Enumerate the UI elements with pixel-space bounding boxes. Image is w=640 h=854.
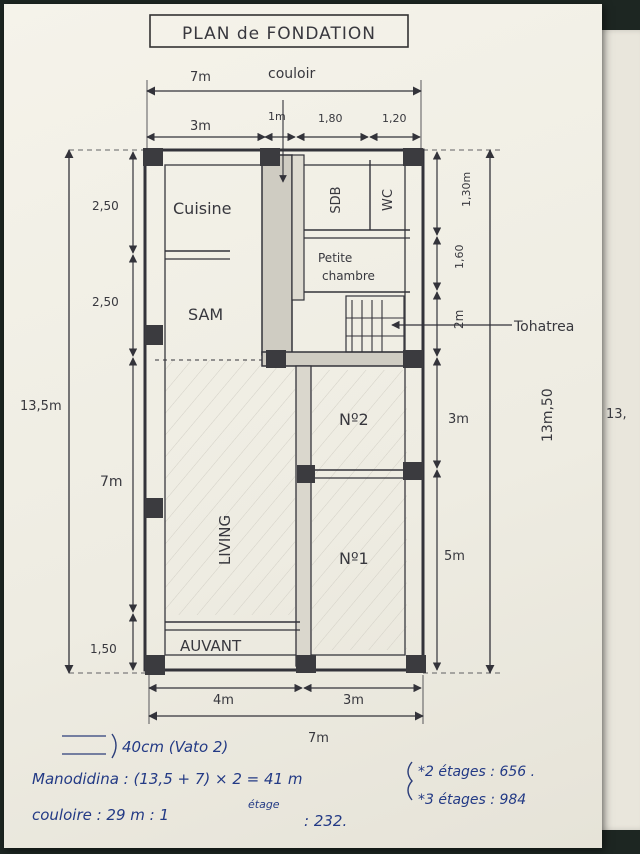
pillars — [143, 148, 426, 675]
staircase — [345, 295, 405, 353]
pillar — [403, 462, 423, 480]
dim-corridor: couloir — [268, 66, 315, 82]
three-floors-total: *3 étages : 984 — [418, 792, 526, 808]
dim-top-120: 1,20 — [382, 112, 407, 125]
dim-right-3m: 3m — [448, 412, 469, 427]
dim-top-180: 1,80 — [318, 112, 343, 125]
pillar — [403, 350, 423, 368]
room-wc: WC — [381, 189, 396, 211]
interior-walls — [155, 154, 423, 667]
dim-left-7m: 7m — [100, 474, 123, 490]
corridor-calc: couloire : 29 m : 1 — [32, 806, 169, 824]
dim-edge-cut: 13, — [606, 407, 627, 422]
dim-top-left: 3m — [190, 119, 211, 134]
dim-left-150: 1,50 — [90, 642, 117, 656]
corridor-calc-end: : 232. — [304, 812, 347, 830]
stair-label: Tohatrea — [513, 319, 574, 335]
dim-left-total: 13,5m — [20, 399, 62, 414]
dim-right-total: 13m,50 — [540, 388, 556, 442]
pillar — [260, 148, 280, 166]
dim-left-250a: 2,50 — [92, 199, 119, 213]
room-sdb: SDB — [329, 186, 344, 213]
room-petite-2: chambre — [322, 269, 375, 283]
dim-right-130: 1,30m — [460, 172, 473, 207]
room-no2: Nº2 — [339, 410, 369, 429]
dim-top-mid: 1m — [268, 110, 286, 123]
perimeter-calc: Manodidina : (13,5 + 7) × 2 = 41 m — [32, 770, 302, 788]
pillar — [145, 325, 163, 345]
dim-top-total: 7m — [190, 70, 211, 85]
wall-thickness-note: 40cm (Vato 2) — [122, 738, 228, 756]
room-cuisine: Cuisine — [173, 199, 232, 218]
pillar — [266, 350, 286, 368]
pillar — [145, 498, 163, 518]
room-no1: Nº1 — [339, 549, 369, 568]
rooms-hatch — [312, 370, 407, 650]
pillar — [403, 148, 423, 166]
room-living: LIVING — [216, 515, 234, 565]
dim-right-2m: 2m — [452, 310, 466, 329]
dim-right-5m: 5m — [444, 549, 465, 564]
paper-edge — [598, 30, 640, 830]
dimension-lines — [64, 80, 512, 724]
plan-title: PLAN de FONDATION — [182, 24, 376, 44]
dim-bottom-4m: 4m — [213, 693, 234, 708]
dimension-labels: 7m couloir 3m 1m 1,80 1,20 2,50 2,50 7m … — [20, 66, 627, 746]
room-labels: Cuisine SAM SDB WC Petite chambre Tohatr… — [173, 186, 574, 655]
dim-bottom-3m: 3m — [343, 693, 364, 708]
dim-left-250b: 2,50 — [92, 295, 119, 309]
ink-notes: 40cm (Vato 2) Manodidina : (13,5 + 7) × … — [32, 733, 535, 830]
room-petite-1: Petite — [318, 251, 352, 265]
living-hatch — [165, 360, 295, 615]
dim-bottom-total: 7m — [308, 731, 329, 746]
room-sam: SAM — [188, 305, 223, 324]
title-box: PLAN de FONDATION — [149, 14, 409, 48]
two-floors-total: *2 étages : 656 . — [418, 764, 535, 780]
pillar — [143, 148, 163, 166]
pillar — [406, 655, 426, 673]
dim-right-160: 1,60 — [453, 245, 466, 270]
pillar — [296, 655, 316, 673]
corridor-calc-sup: étage — [248, 798, 280, 811]
pillar — [297, 465, 315, 483]
pillar — [145, 655, 165, 675]
room-auvant: AUVANT — [180, 637, 242, 655]
